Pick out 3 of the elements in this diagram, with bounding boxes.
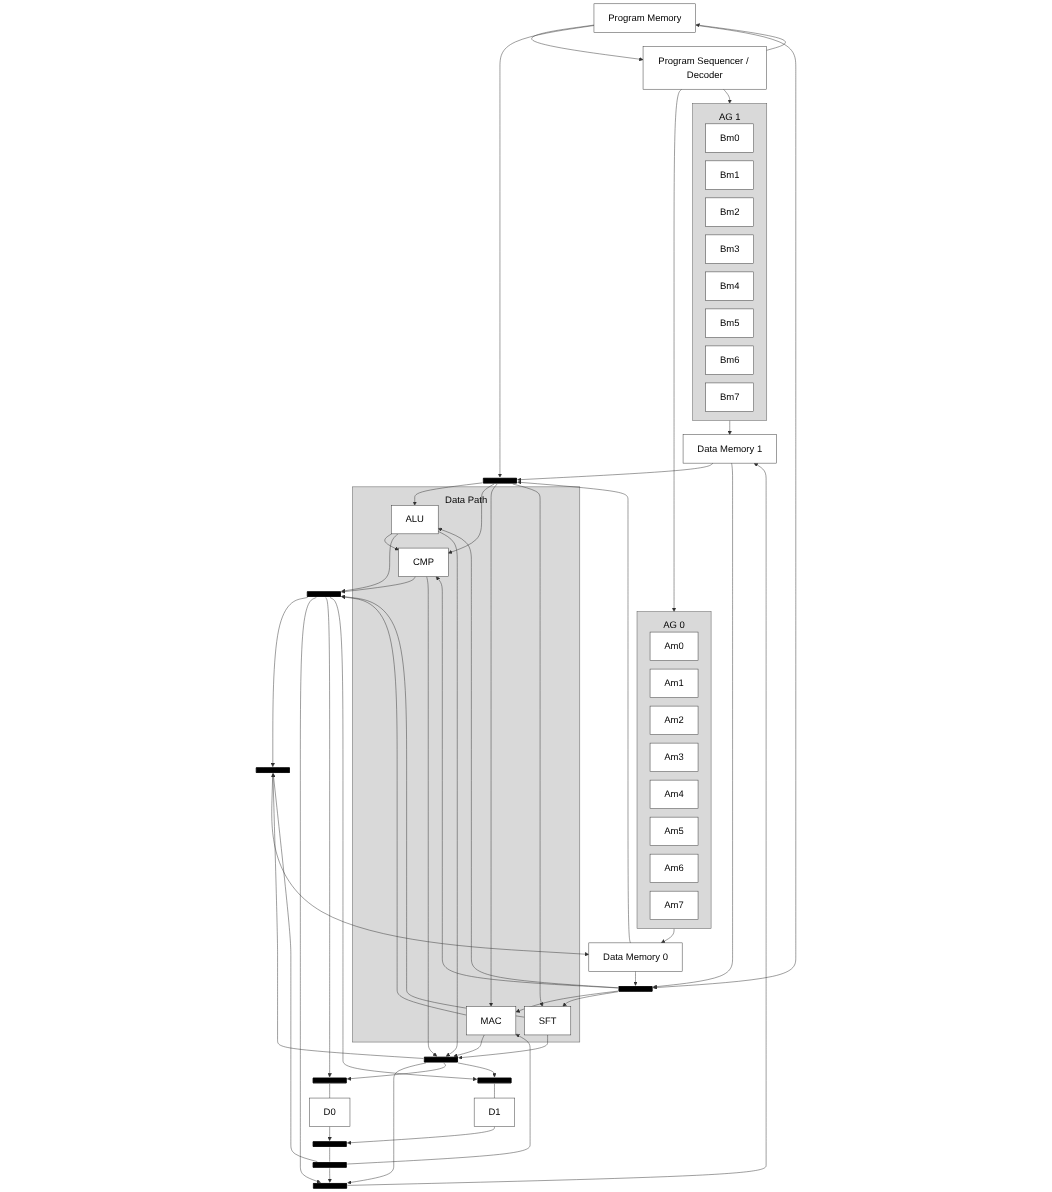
connector [329,1147,330,1162]
connector [494,1083,495,1099]
connector [329,1083,330,1099]
